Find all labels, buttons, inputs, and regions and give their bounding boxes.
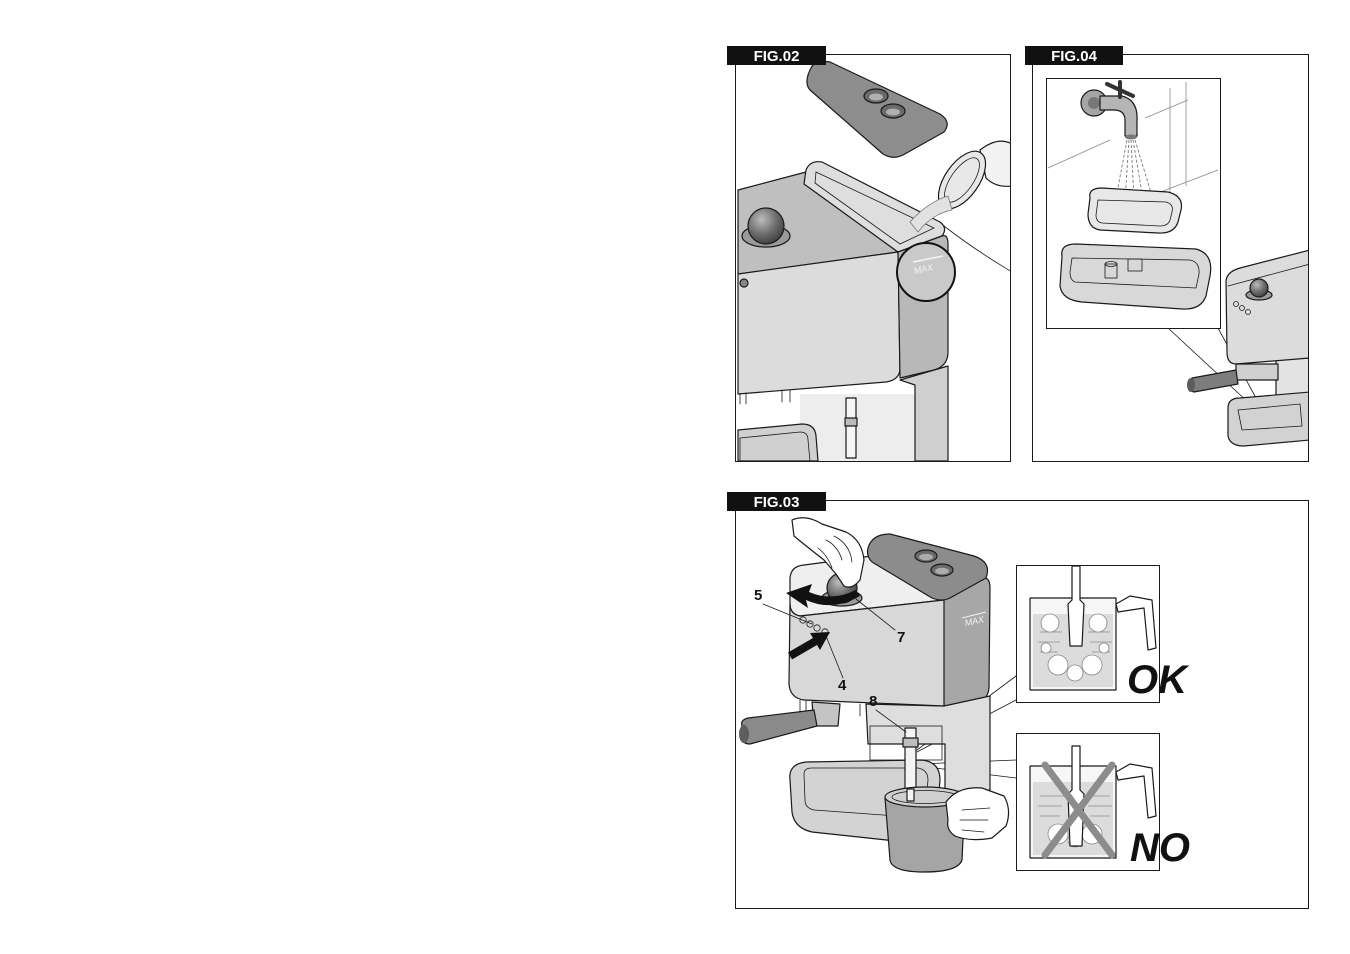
group-head (1236, 364, 1278, 380)
steam-wand (905, 728, 916, 790)
ok-bubble (1089, 614, 1107, 632)
ok-bubble (1041, 614, 1059, 632)
lid-hole-2-inner (886, 109, 900, 116)
lid-hole-2-inner (935, 568, 949, 574)
machine-front-face (738, 252, 900, 394)
ok-bubble (1099, 643, 1109, 653)
machine-front-face (789, 600, 944, 706)
ok-bubble (1041, 643, 1051, 653)
tap-spout (1125, 135, 1137, 140)
steam-wand (846, 398, 856, 458)
portafilter-end (1187, 378, 1195, 392)
fig02: MAX FIG.02 (727, 46, 1012, 462)
lid-hole-1-inner (919, 554, 933, 560)
steam-wand-ring (903, 738, 918, 747)
callout-5: 5 (754, 587, 762, 604)
drip-grate (1088, 188, 1181, 233)
no-label: NO (1130, 826, 1190, 870)
drip-tray (738, 424, 818, 461)
ok-bubble (1082, 655, 1102, 675)
fig03-label: FIG.03 (754, 494, 800, 511)
selector-knob (748, 208, 784, 244)
fig04-label: FIG.04 (1051, 48, 1098, 65)
ok-bubble (1067, 665, 1083, 681)
ok-bubble (1048, 655, 1068, 675)
selector-knob (1250, 279, 1268, 297)
portafilter-end (739, 725, 749, 743)
ok-label: OK (1127, 658, 1190, 702)
lid-hole-1-inner (869, 94, 883, 101)
machine-drip-tray (1228, 392, 1310, 446)
callout-7: 7 (897, 629, 905, 646)
steam-wand-tip (907, 789, 914, 801)
fig03-illustration: MAX (739, 518, 1190, 872)
tap-flange-center (1088, 97, 1100, 109)
callout-8: 8 (869, 693, 877, 710)
side-button (740, 279, 748, 287)
fig02-label: FIG.02 (754, 48, 800, 65)
fig03: MAX (727, 492, 1309, 909)
hand-holding-jug (946, 788, 1009, 840)
drip-tray-base (1060, 244, 1211, 309)
fig04: FIG.04 (1025, 46, 1310, 462)
callout-4: 4 (838, 677, 847, 694)
steam-wand-ring (845, 418, 857, 426)
